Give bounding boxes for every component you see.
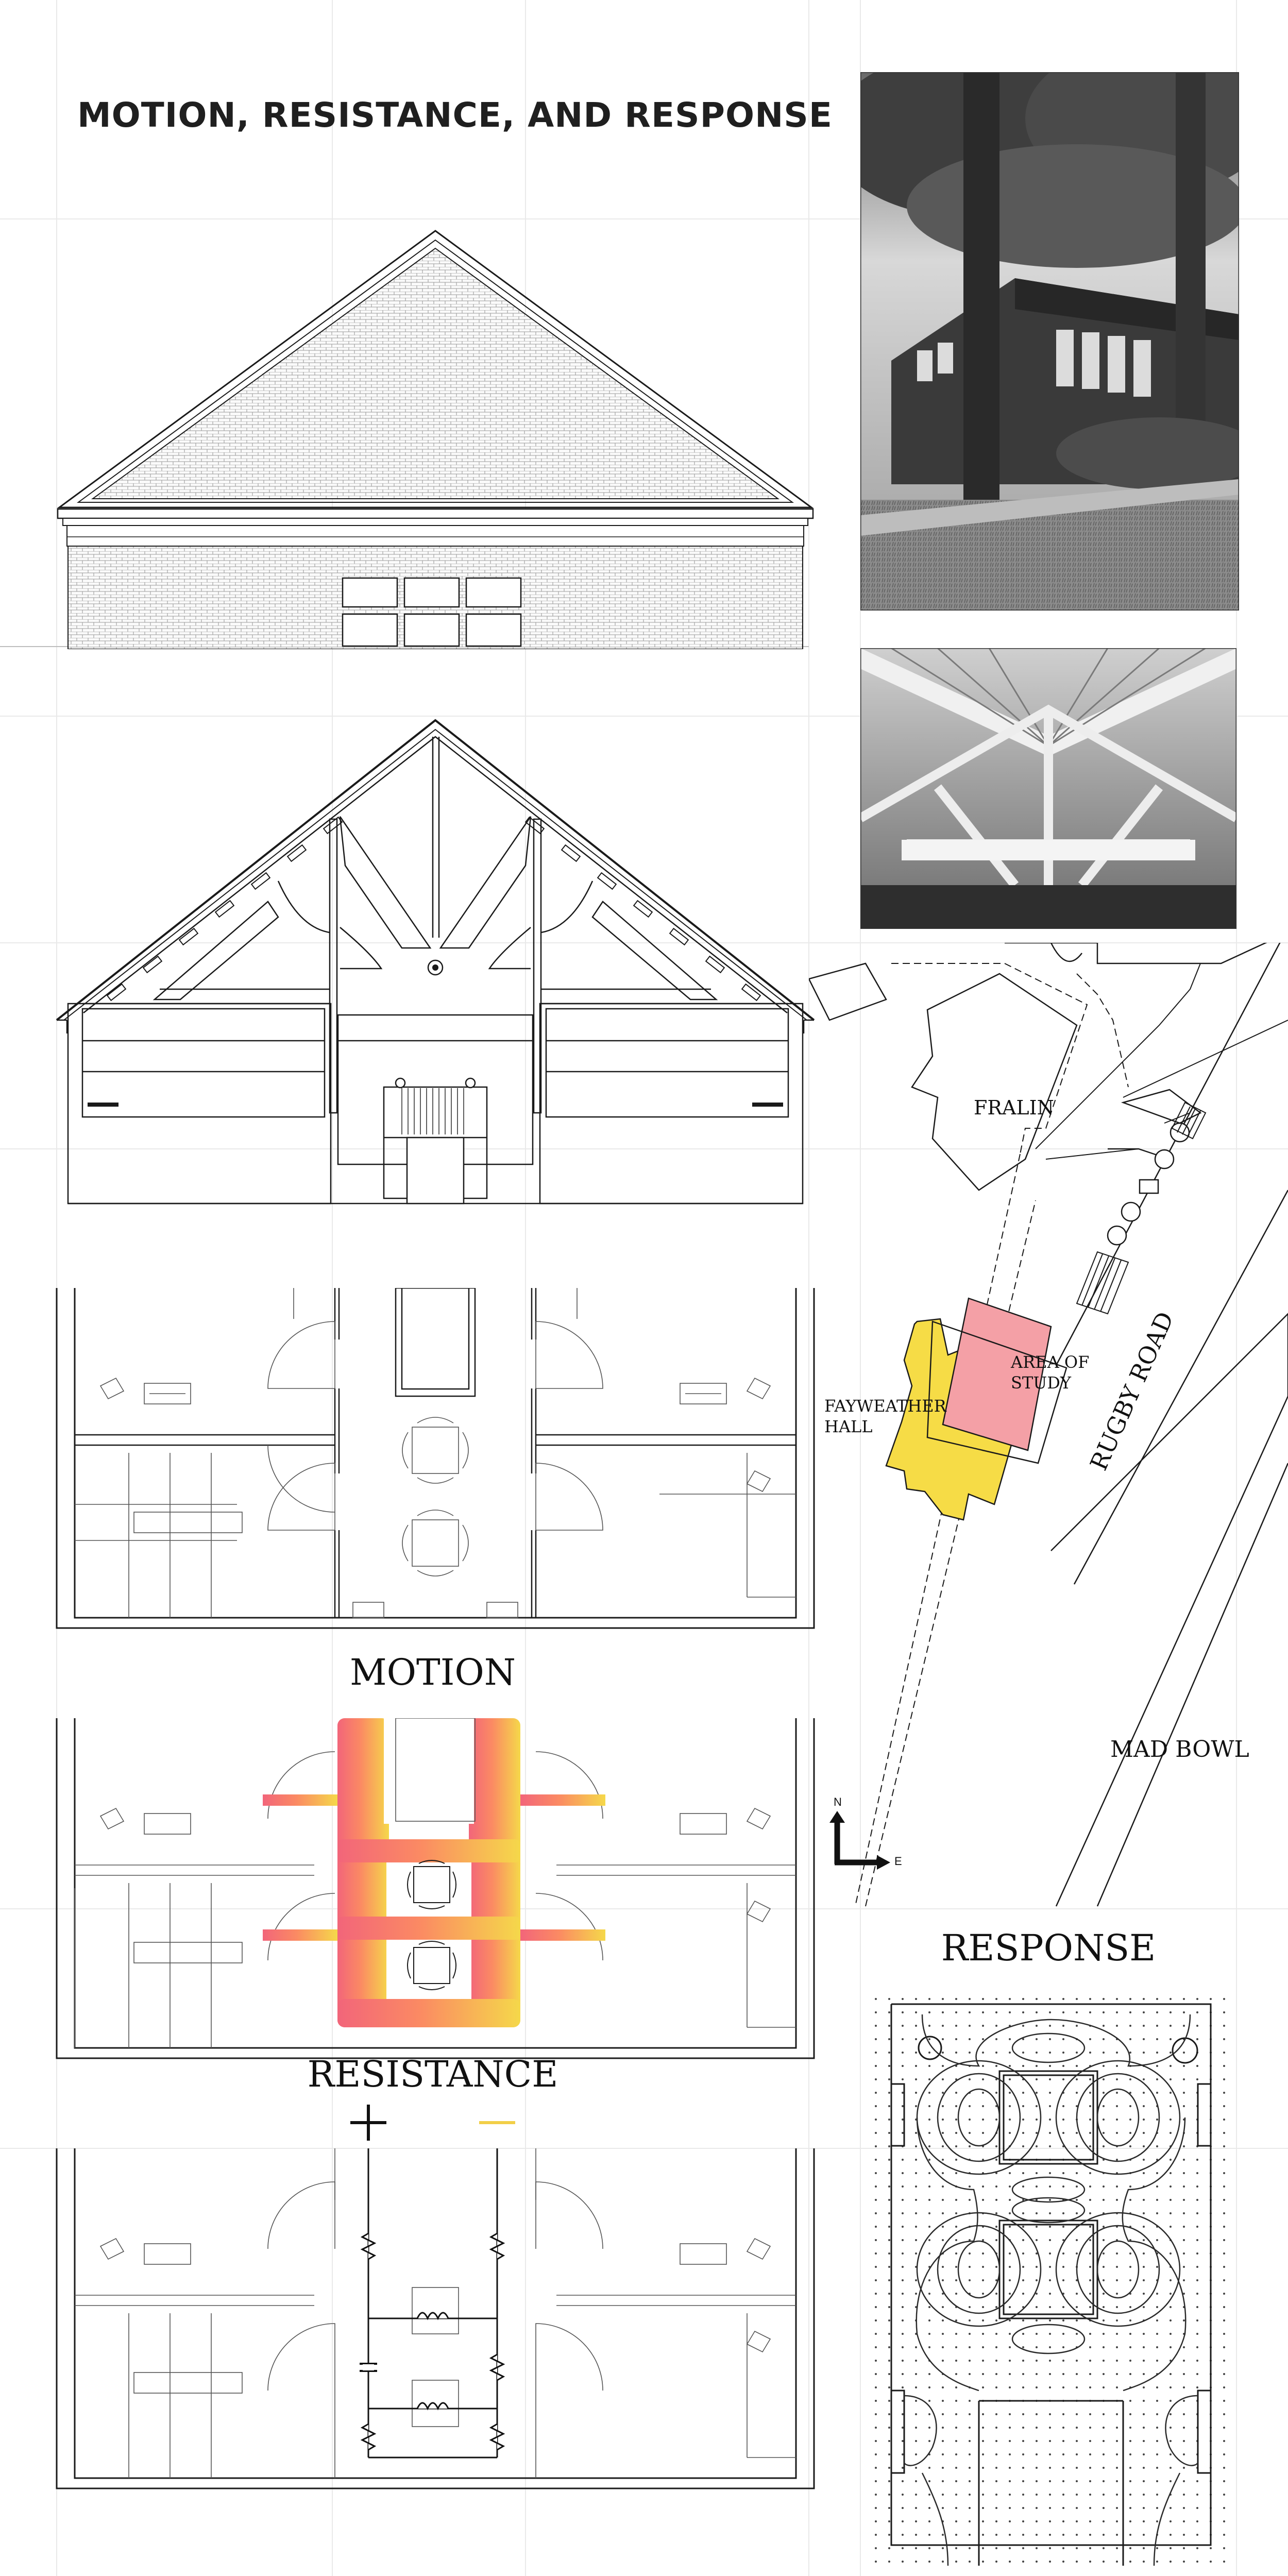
street-trees: [1107, 1122, 1190, 1246]
area-of-study-footprint: [942, 1297, 1052, 1451]
fralin-label: FRALIN: [974, 1096, 1054, 1119]
resistance-legend: [350, 2105, 515, 2141]
building-section-drawing: [56, 719, 815, 1205]
area-of-study-label-line2: STUDY: [1011, 1373, 1072, 1393]
compass-east-label: E: [894, 1855, 902, 1868]
compass-north-label: N: [834, 1795, 842, 1808]
fayweather-hall-label-line2: HALL: [824, 1417, 873, 1436]
mad-bowl-label: MAD BOWL: [1110, 1736, 1249, 1762]
resistance-circuit: [360, 2148, 505, 2459]
resistance-plan-drawing: [56, 2148, 815, 2489]
response-heading: RESPONSE: [941, 1927, 1156, 1969]
site-map-drawing: [809, 943, 1288, 1907]
motion-plan-drawing: [56, 1718, 815, 2059]
area-of-study-label-line1: AREA OF: [1011, 1352, 1090, 1372]
photo-exterior-building-trees: [860, 72, 1239, 611]
compass-icon: [829, 1811, 890, 1870]
resistance-heading: RESISTANCE: [307, 2053, 558, 2095]
front-elevation-drawing: [57, 230, 814, 649]
motion-flow-path: [263, 1718, 605, 2027]
fayweather-hall-label-line1: FAYWEATHER: [824, 1396, 946, 1416]
motion-heading: MOTION: [349, 1651, 516, 1693]
response-sketch-drawing: [866, 1989, 1234, 2571]
floor-plan-drawing: [56, 1288, 815, 1629]
photo-interior-roof-trusses: [860, 648, 1236, 929]
page-title: MOTION, RESISTANCE, AND RESPONSE: [77, 95, 833, 135]
